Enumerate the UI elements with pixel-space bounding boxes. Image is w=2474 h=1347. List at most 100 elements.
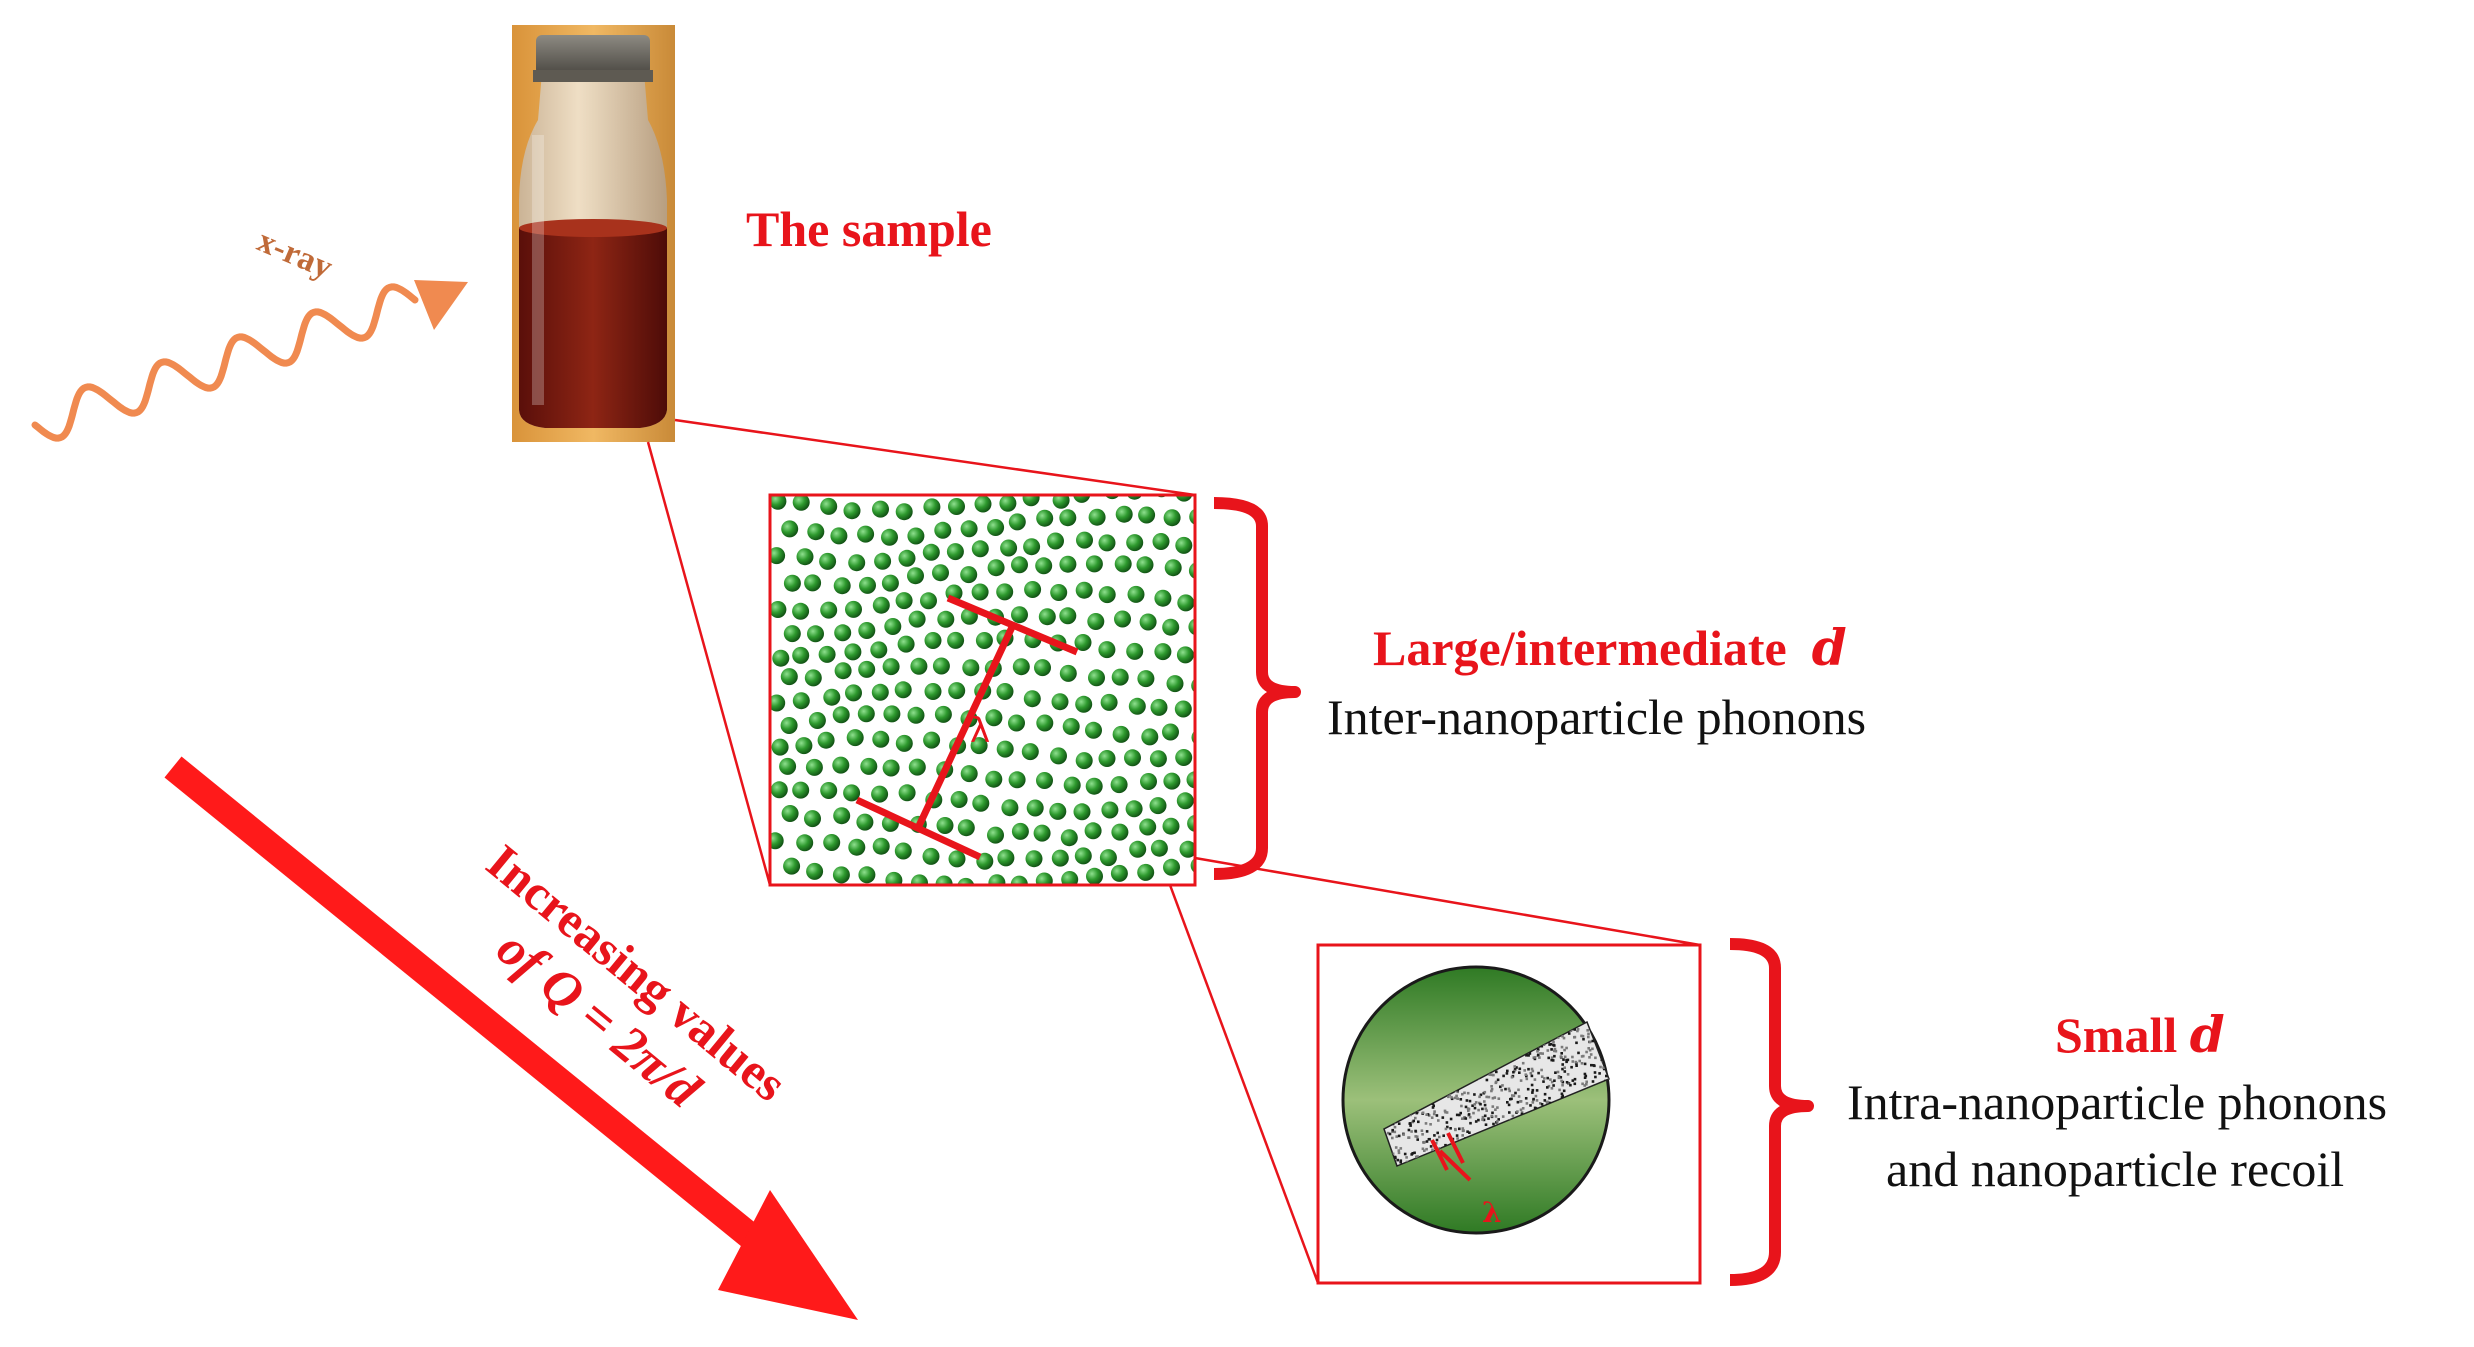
nanoparticle	[971, 583, 989, 601]
atom-dot	[1542, 1043, 1546, 1046]
nanoparticle	[1126, 642, 1144, 660]
nanoparticle	[1136, 556, 1154, 574]
atom-dot	[1497, 1097, 1501, 1100]
atom-dot	[1396, 1158, 1399, 1162]
atom-dot	[1508, 1111, 1511, 1114]
atom-dot	[1425, 1113, 1428, 1116]
atom-dot	[1465, 1099, 1469, 1102]
atom-dot	[1525, 1077, 1529, 1081]
nanoparticle	[932, 564, 949, 582]
nanoparticle	[1099, 849, 1117, 867]
nanoparticle	[770, 495, 787, 510]
atom-dot	[1493, 1096, 1497, 1099]
nanoparticle	[1140, 773, 1157, 790]
atom-dot	[1593, 1064, 1596, 1068]
atom-dot	[1423, 1149, 1426, 1152]
nanoparticle	[1088, 508, 1106, 526]
atom-dot	[1403, 1152, 1407, 1156]
nanoparticle	[770, 781, 788, 799]
atom-dot	[1585, 1080, 1588, 1084]
atom-dot	[1433, 1134, 1436, 1137]
nanoparticle	[1188, 562, 1195, 579]
nanoparticle	[792, 781, 810, 799]
atom-dot	[1429, 1123, 1432, 1126]
nanoparticle	[1075, 695, 1093, 713]
nanoparticle	[1011, 606, 1028, 624]
nanoparticle	[832, 756, 850, 774]
atom-dot	[1512, 1070, 1515, 1074]
nanoparticle	[1125, 800, 1143, 818]
atom-dot	[1461, 1127, 1465, 1130]
atom-dot	[1525, 1102, 1529, 1105]
nanoparticle	[804, 810, 821, 828]
atom-dot	[1556, 1036, 1560, 1039]
nanoparticle	[820, 601, 838, 619]
atom-dot	[1552, 1084, 1555, 1087]
nanoparticle	[935, 875, 953, 885]
atom-dot	[1565, 1058, 1568, 1062]
nanoparticle	[823, 834, 841, 851]
large-d-title: Large/intermediate d	[1373, 618, 1847, 677]
nanoparticle	[957, 877, 975, 885]
atom-dot	[1501, 1084, 1504, 1087]
nanoparticle	[872, 730, 890, 748]
nanoparticle	[1127, 585, 1145, 603]
atom-dot	[1405, 1156, 1408, 1159]
atom-dot	[1588, 1048, 1592, 1052]
nanoparticle	[948, 682, 966, 700]
small-d-title: Small d	[2055, 1005, 2225, 1064]
sample-vial-image	[512, 25, 675, 442]
nanoparticle	[1187, 814, 1195, 832]
nanoparticle	[1085, 721, 1102, 739]
atom-dot	[1504, 1087, 1507, 1091]
atom-dot	[1518, 1071, 1521, 1074]
atom-dot	[1462, 1129, 1465, 1132]
nanoparticle	[1052, 495, 1070, 509]
atom-dot	[1585, 1083, 1588, 1086]
atom-dot	[1533, 1078, 1537, 1081]
atom-dot	[1587, 1047, 1590, 1050]
nanoparticle	[820, 497, 838, 515]
atom-dot	[1520, 1112, 1524, 1116]
atom-dot	[1485, 1109, 1488, 1112]
nanoparticle	[1047, 532, 1064, 550]
nanoparticle	[947, 631, 965, 649]
increasing-q-arrow	[164, 756, 858, 1320]
atom-dot	[1531, 1088, 1535, 1092]
nanoparticle	[1060, 829, 1078, 847]
atom-dot	[1506, 1101, 1509, 1104]
nanoparticle	[834, 624, 852, 642]
atom-dot	[1575, 1064, 1578, 1067]
atom-dot	[1391, 1128, 1394, 1132]
atom-dot	[1394, 1146, 1398, 1149]
atom-dot	[1395, 1135, 1398, 1138]
nanoparticle	[898, 549, 916, 567]
atom-dot	[1560, 1079, 1563, 1083]
atom-dot	[1482, 1118, 1486, 1122]
atom-dot	[1420, 1129, 1424, 1132]
atom-dot	[1472, 1111, 1475, 1115]
nanoparticle	[1189, 508, 1195, 525]
atom-dot	[1460, 1104, 1463, 1108]
nanoparticle	[845, 684, 862, 702]
atom-dot	[1605, 1074, 1608, 1078]
atom-dot	[1502, 1074, 1505, 1078]
atom-dot	[1467, 1109, 1470, 1113]
nanoparticle	[874, 552, 892, 570]
atom-dot	[1569, 1029, 1573, 1032]
atom-dot	[1431, 1148, 1434, 1152]
atom-dot	[1531, 1091, 1534, 1094]
nanoparticle	[1035, 557, 1053, 575]
atom-dot	[1550, 1056, 1554, 1059]
atom-dot	[1417, 1120, 1420, 1124]
atom-dot	[1551, 1059, 1555, 1062]
nanoparticle	[1074, 634, 1092, 651]
atom-dot	[1571, 1079, 1575, 1082]
atom-dot	[1433, 1110, 1436, 1113]
nanoparticle	[1111, 823, 1129, 841]
atom-dot	[1567, 1032, 1571, 1035]
atom-dot	[1533, 1056, 1537, 1059]
atom-dot	[1399, 1147, 1403, 1150]
small-d-title-text: Small	[2055, 1007, 2178, 1063]
nanoparticle	[1011, 556, 1028, 574]
